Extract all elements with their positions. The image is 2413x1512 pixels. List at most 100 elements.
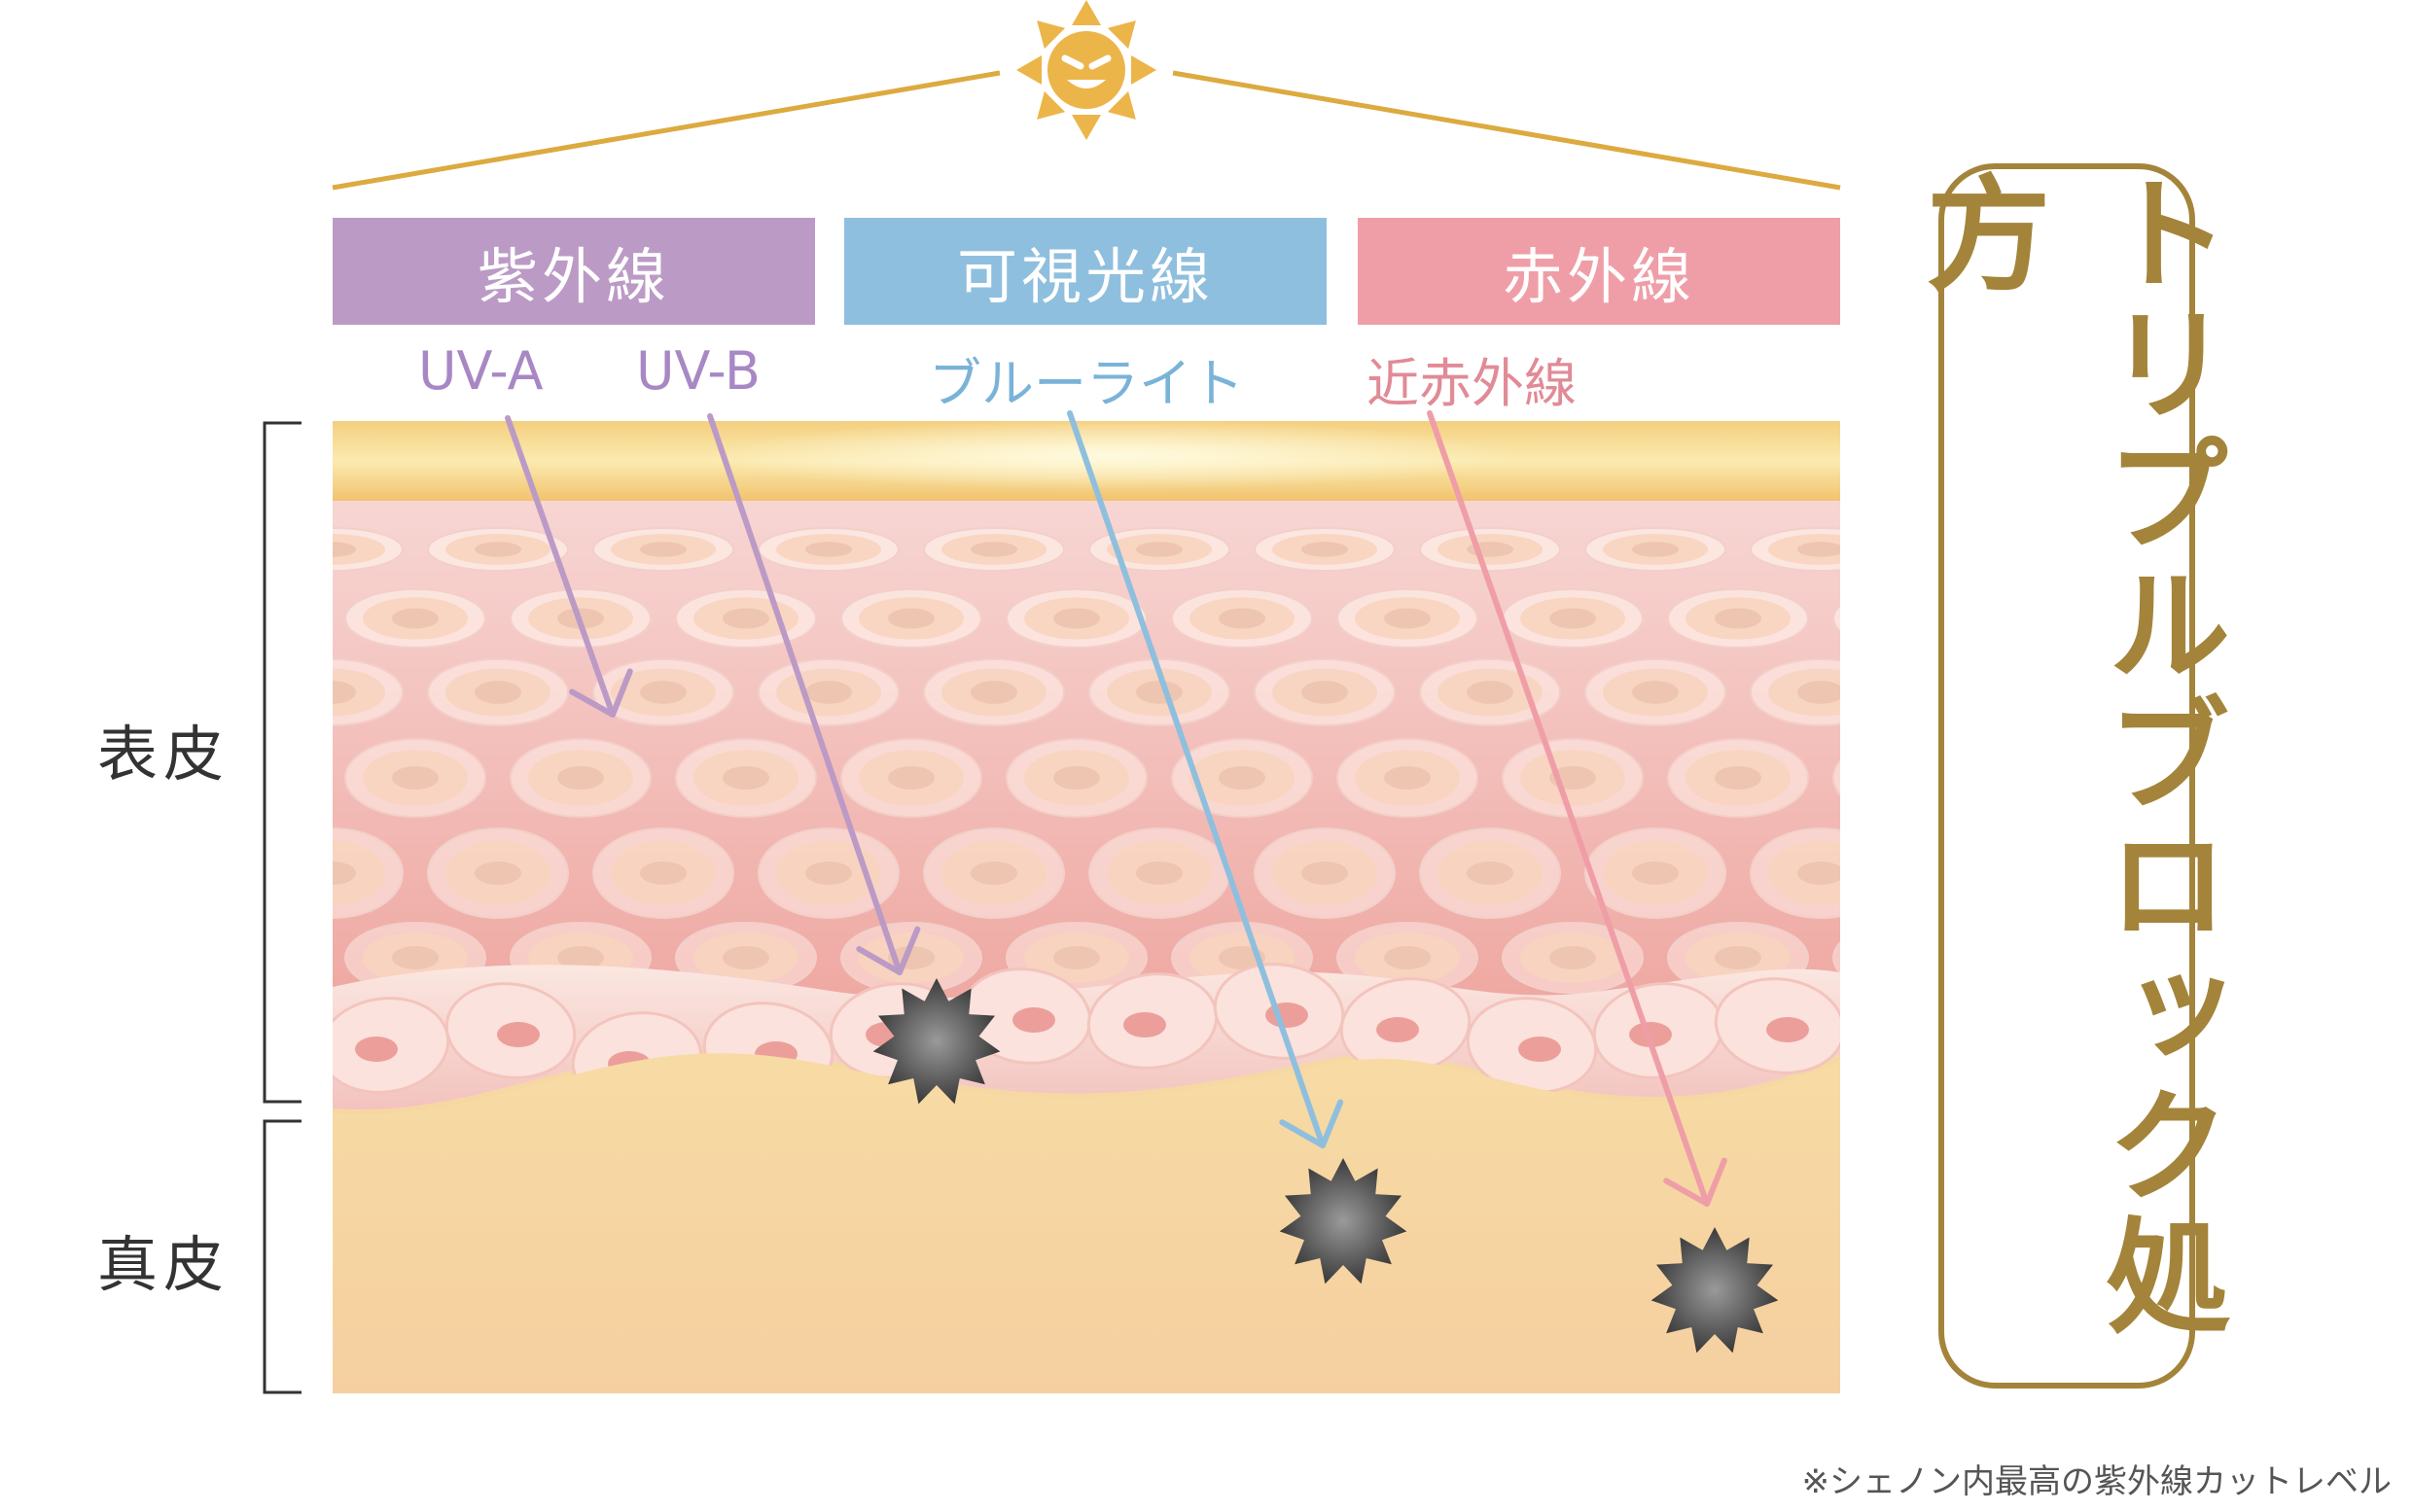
skin-cell	[1006, 738, 1148, 818]
uvb-ray	[707, 413, 921, 975]
skin-cell	[180, 923, 320, 993]
skin-cell	[1336, 922, 1478, 994]
sun-ray	[1131, 55, 1156, 85]
stratum-glow	[700, 421, 1517, 490]
skin-cell	[1584, 827, 1726, 919]
skin-cell	[1336, 738, 1478, 818]
sublabel-bluelight: ブルーライト	[929, 353, 1244, 414]
damage-burst-icon	[1279, 1158, 1407, 1284]
skin-cell	[1667, 738, 1809, 818]
skin-cell	[1006, 588, 1148, 649]
basal-cell	[444, 982, 577, 1079]
skin-cell	[758, 658, 900, 726]
skin-cell	[1254, 527, 1396, 572]
skin-cell	[840, 738, 982, 818]
skin-cell	[1502, 738, 1644, 818]
dermis-bracket	[263, 1119, 302, 1394]
skin-cell	[333, 658, 404, 726]
skin-cell	[1584, 527, 1726, 572]
epidermis-bracket	[263, 421, 302, 1104]
skin-cell	[758, 527, 900, 572]
footnote: ※シェノン内最高の紫外線カットレベル	[1801, 1462, 2393, 1501]
triple-block-badge: トリプルブロック処方	[1904, 163, 2229, 1389]
skin-cell	[1502, 922, 1644, 994]
skin-cell	[592, 527, 734, 572]
skin-cell	[675, 738, 817, 818]
skin-cell	[840, 588, 982, 649]
sun-eye-left	[1061, 54, 1084, 70]
skin-cell	[427, 658, 569, 726]
damage-burst-icon	[872, 978, 1001, 1105]
sun-roof	[332, 70, 1841, 191]
sun-eye-right	[1088, 54, 1112, 70]
header-infrared: 赤外線	[1358, 218, 1840, 325]
header-infrared-label: 赤外線	[1502, 241, 1695, 312]
damage-markers	[872, 978, 1779, 1354]
skin-cell	[1419, 527, 1561, 572]
label-dermis: 真皮	[97, 1229, 231, 1300]
skin-block	[97, 421, 1840, 1393]
sublabel-uvb: UV-B	[636, 340, 761, 402]
skin-cell	[592, 827, 734, 919]
skin-cell	[1419, 827, 1561, 919]
skin-cell	[333, 527, 404, 572]
sun-ray	[1016, 55, 1042, 85]
basal-cells	[333, 963, 1840, 1108]
light-rays	[505, 410, 1727, 1207]
skin-cell	[758, 827, 900, 919]
skin-cell	[675, 588, 817, 649]
skin-cell	[1088, 827, 1230, 919]
sun-ray	[1107, 90, 1136, 120]
near-infrared-ray	[1427, 410, 1727, 1207]
skin-cell	[1171, 588, 1313, 649]
header-visible: 可視光線	[844, 218, 1327, 325]
skin-cell	[923, 658, 1065, 726]
header-uv: 紫外線	[333, 218, 815, 325]
skin-cell	[1336, 588, 1478, 649]
sun-mouth	[1067, 80, 1106, 88]
sun-ray	[1037, 90, 1066, 120]
uva-ray	[505, 415, 633, 718]
angry-sun-icon	[1016, 0, 1156, 140]
sublabel-uva: UV-A	[418, 340, 544, 402]
skin-cell	[333, 827, 404, 919]
skin-cell	[97, 828, 237, 918]
skin-cell	[1419, 658, 1561, 726]
skin-cell	[840, 922, 982, 994]
epidermis-cells	[97, 527, 1840, 994]
skin-cell	[427, 527, 569, 572]
skin-cell	[1750, 827, 1840, 919]
skin-cell	[1502, 588, 1644, 649]
sun-ray	[1037, 20, 1066, 50]
skin-cell	[1750, 527, 1840, 572]
skin-cell	[923, 827, 1065, 919]
sublabel-near-infrared: 近赤外線	[1366, 353, 1577, 414]
skin-cell	[1254, 658, 1396, 726]
damage-burst-icon	[1650, 1227, 1779, 1354]
skin-cell	[344, 588, 486, 649]
triple-block-label: トリプルブロック処方	[1904, 169, 2229, 1342]
skin-cell	[1667, 588, 1809, 649]
skin-cell	[427, 827, 569, 919]
sun-ray	[1072, 115, 1101, 140]
bluelight-ray	[1067, 410, 1344, 1148]
skin-cell	[1832, 941, 1840, 974]
skin-cell	[180, 589, 320, 648]
skin-cell	[1832, 604, 1840, 633]
basal-cell	[1086, 972, 1219, 1070]
skin-cell	[923, 527, 1065, 572]
header-visible-label: 可視光線	[956, 241, 1214, 312]
skin-cell	[1750, 658, 1840, 726]
skin-cell	[1088, 527, 1230, 572]
sun-face	[1047, 31, 1125, 109]
sun-ray	[1107, 20, 1136, 50]
skin-cell	[510, 738, 652, 818]
header-uv-label: 紫外線	[477, 241, 670, 312]
label-epidermis: 表皮	[97, 719, 231, 790]
dermis-boundary	[333, 1053, 1840, 1393]
skin-cell	[1584, 658, 1726, 726]
basal-cell	[1466, 997, 1598, 1094]
skin-cell	[97, 528, 237, 571]
skin-cell	[344, 738, 486, 818]
